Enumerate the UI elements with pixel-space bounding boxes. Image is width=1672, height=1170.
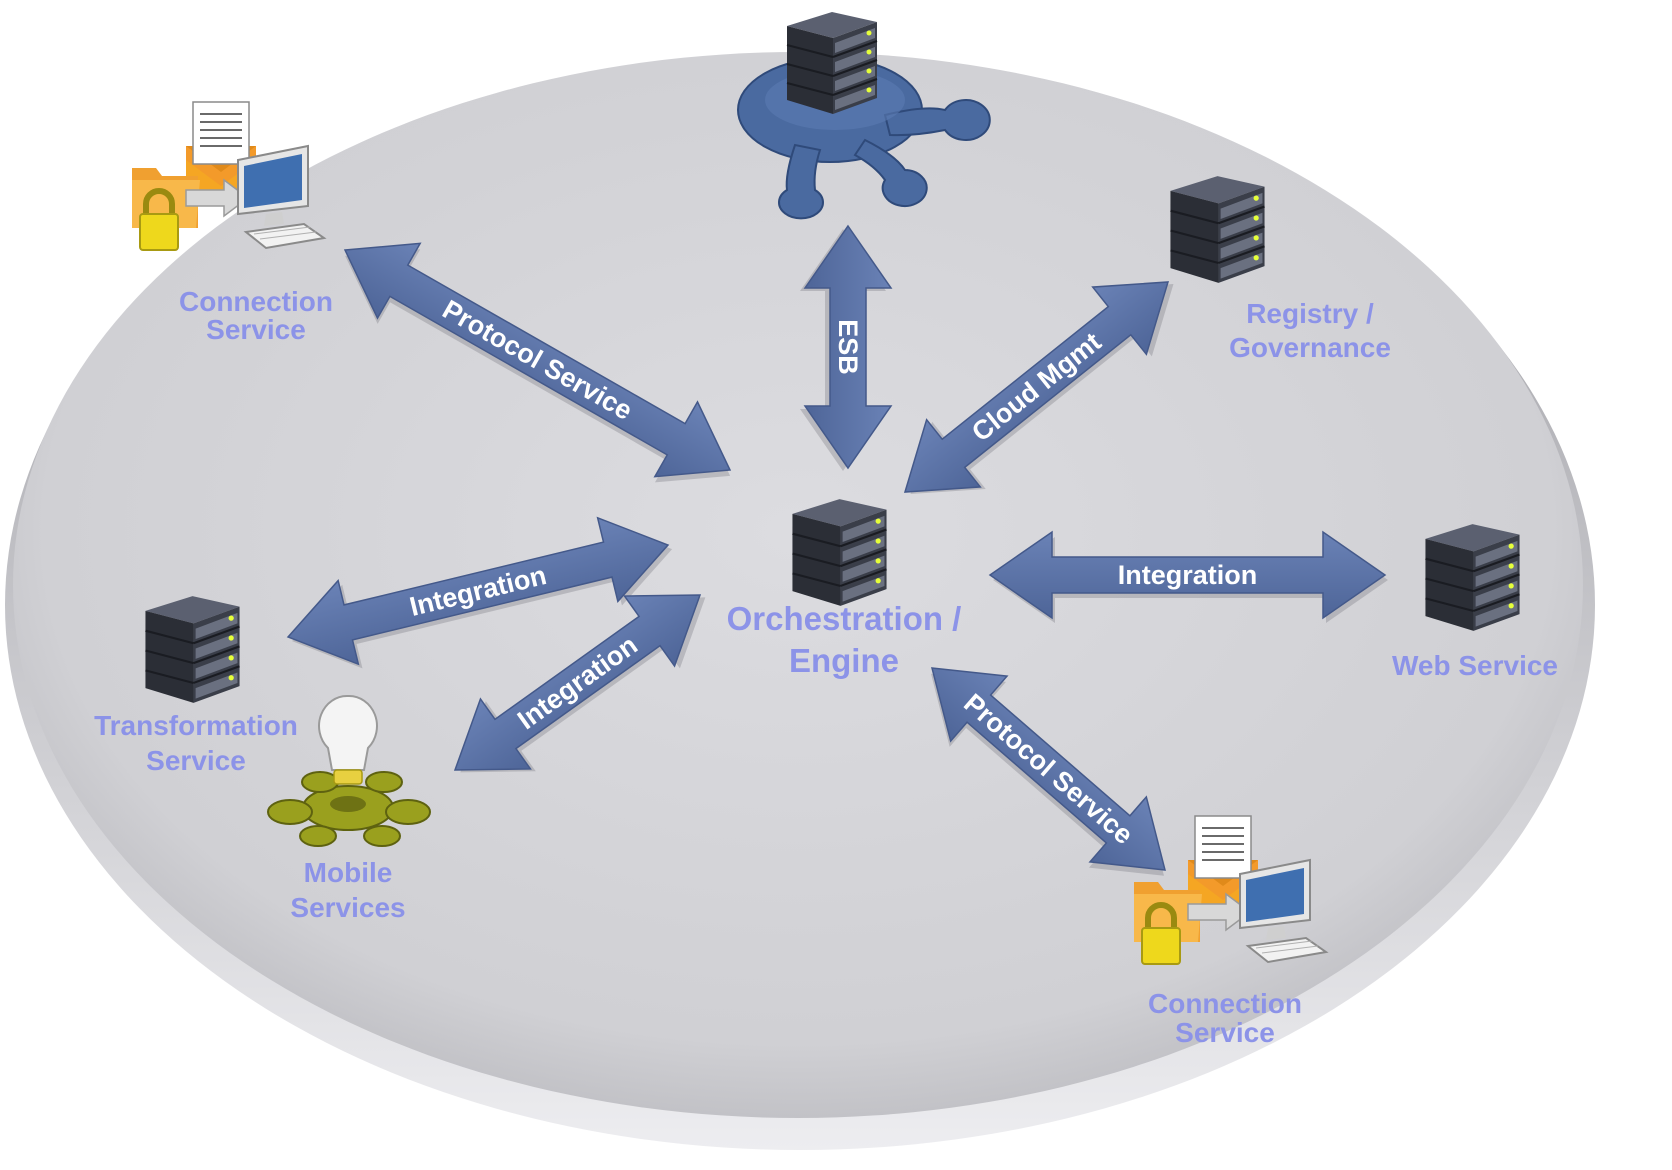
arrow-label-integration-right: Integration	[1118, 560, 1258, 590]
arrow-label-esb: ESB	[833, 319, 863, 375]
arrow-body	[931, 667, 1166, 871]
mobile-node: Mobile Services	[267, 694, 431, 923]
mobile-hub-lightbulb-icon	[267, 694, 431, 847]
arrow-integration-right: Integration	[988, 530, 1388, 623]
arrow-esb: ESB	[800, 224, 893, 471]
web-service-node: Web Service	[1392, 523, 1558, 681]
server-rack-icon	[144, 595, 241, 704]
connection-service-top-label-line1: Connection	[179, 286, 333, 317]
transformation-node: Transformation Service	[94, 595, 298, 776]
mobile-label-line1: Mobile	[304, 857, 393, 888]
web-service-label: Web Service	[1392, 650, 1558, 681]
transformation-label-line2: Service	[146, 745, 246, 776]
connection-service-bottom-label-line1: Connection	[1148, 988, 1302, 1019]
connection-service-top-node: Connection Service	[132, 102, 333, 345]
esb-hub-server-icon	[737, 11, 991, 220]
registry-node: Registry / Governance	[1169, 175, 1391, 363]
mobile-label-line2: Services	[290, 892, 405, 923]
orchestration-label-line2: Engine	[789, 642, 899, 679]
server-rack-icon	[1424, 523, 1521, 632]
connection-service-bottom-node: Connection Service	[1134, 816, 1326, 1048]
transformation-label-line1: Transformation	[94, 710, 298, 741]
arrow-body	[803, 224, 893, 470]
arrow-body	[903, 281, 1170, 493]
registry-label-line2: Governance	[1229, 332, 1391, 363]
arrow-body	[988, 530, 1387, 620]
connection-service-top-label-line2: Service	[206, 314, 306, 345]
connection-service-bottom-label-line2: Service	[1175, 1017, 1275, 1048]
orchestration-label-line1: Orchestration /	[727, 600, 962, 637]
server-rack-icon	[1169, 175, 1266, 284]
arrow-body	[343, 242, 732, 478]
arrow-body	[286, 516, 670, 666]
server-rack-icon	[791, 498, 888, 607]
arrow-body	[453, 594, 702, 771]
registry-label-line1: Registry /	[1246, 298, 1374, 329]
orchestration-node: Orchestration / Engine	[727, 498, 962, 679]
